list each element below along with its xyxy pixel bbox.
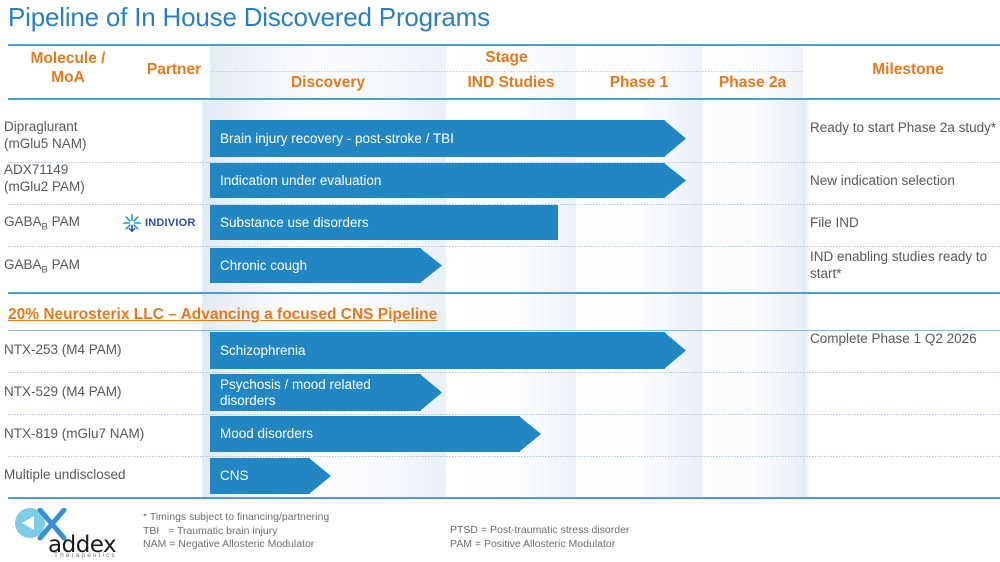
row-separator [8,414,1000,415]
header-band-discovery [210,46,446,98]
molecule-moa: (mGlu2 PAM) [4,179,85,194]
column-band-phase2a [702,101,803,497]
molecule-cell: NTX-253 (M4 PAM) [4,341,194,358]
row-separator [8,456,1000,457]
molecule-name: NTX-529 (M4 PAM) [4,384,122,399]
pipeline-bar[interactable]: Indication under evaluation [210,163,686,198]
column-band-phase1 [576,101,702,497]
molecule-name: GABAB PAM [4,214,80,233]
milestone-text: IND enabling studies ready to start* [810,249,988,281]
column-header-partner: Partner [146,61,202,78]
pipeline-bar[interactable]: Schizophrenia [210,332,686,369]
milestone-cell: File IND [810,214,1000,231]
pipeline-bar[interactable]: Mood disorders [210,416,541,452]
footnote-right: PTSD = Post-traumatic stress disorder PA… [450,524,630,550]
molecule-name: NTX-253 (M4 PAM) [4,342,122,357]
addex-tagline: Therapeutics [54,552,117,559]
column-header-molecule-line1: Molecule / [30,50,106,67]
row-separator [8,204,1000,205]
partner-logo-indivior: INDIVIOR [121,210,209,236]
addex-logo: addex Therapeutics [10,507,120,559]
pipeline-bar-label: Chronic cough [220,257,308,273]
table-header: Molecule / MoA Partner Stage Discovery I… [8,46,1000,98]
addex-mark-icon [15,507,67,541]
pipeline-bar[interactable]: Brain injury recovery - post-stroke / TB… [210,120,686,157]
column-header-ind-studies: IND Studies [467,74,555,91]
milestone-left-edge [803,101,811,497]
pipeline-bar-label: Brain injury recovery - post-stroke / TB… [220,130,454,146]
milestone-cell: IND enabling studies ready to start* [810,248,1000,282]
column-band-milestone [803,101,1000,497]
column-header-molecule: Molecule / MoA [8,49,128,87]
pipeline-bar-label: Mood disorders [220,426,314,441]
milestone-text: New indication selection [810,173,955,188]
body-bottom-rule [8,497,1000,499]
molecule-cell: GABAB PAM [4,256,134,279]
section-title-neurosterix: 20% Neurosterix LLC – Advancing a focuse… [8,306,438,323]
column-header-phase1: Phase 1 [609,74,669,91]
milestone-cell: Ready to start Phase 2a study* [810,119,1000,136]
molecule-cell: Dipraglurant (mGlu5 NAM) [4,118,134,152]
column-header-phase2a: Phase 2a [718,74,787,91]
section-top-rule [8,330,1000,331]
partner-logo-label: INDIVIOR [145,217,196,229]
milestone-cell: Complete Phase 1 Q2 2026 [810,330,1000,347]
header-divider-dots [210,71,803,72]
molecule-cell: ADX71149 (mGlu2 PAM) [4,161,134,195]
section-bottom-rule [8,292,1000,294]
column-header-discovery: Discovery [290,74,366,91]
milestone-text: Ready to start Phase 2a study* [810,120,997,135]
column-header-stage: Stage [485,49,528,66]
row-separator [8,372,1000,373]
pipeline-bar[interactable]: Chronic cough [210,248,442,283]
molecule-cell: NTX-819 (mGlu7 NAM) [4,425,194,442]
footnote-left: * Timings subject to financing/partnerin… [143,511,330,550]
header-bottom-rule [8,98,1000,100]
pipeline-bar[interactable]: Substance use disorders [210,205,558,240]
molecule-name: NTX-819 (mGlu7 NAM) [4,426,145,441]
molecule-name: Multiple undisclosed [4,467,126,482]
milestone-cell: New indication selection [810,172,1000,189]
pipeline-bar-label: Psychosis / mood related disorders [220,376,371,408]
footer: * Timings subject to financing/partnerin… [0,500,1000,562]
page-title: Pipeline of In House Discovered Programs [8,2,490,32]
pipeline-bar-label: CNS [220,468,249,483]
column-header-molecule-line2: MoA [51,69,85,86]
milestone-text: File IND [810,215,859,230]
row-separator [8,246,1000,247]
milestone-text: Complete Phase 1 Q2 2026 [810,331,977,346]
pipeline-bar-label: Indication under evaluation [220,172,382,188]
indivior-starburst-icon [122,213,142,233]
molecule-cell: NTX-529 (M4 PAM) [4,383,194,400]
pipeline-bar-label: Schizophrenia [220,342,306,358]
molecule-name: GABAB PAM [4,257,80,276]
header-band-phase2a [702,46,803,98]
addex-wordmark: addex [48,532,117,558]
pipeline-bar[interactable]: Psychosis / mood related disorders [210,374,442,411]
molecule-moa: (mGlu5 NAM) [4,136,87,151]
molecule-cell: GABAB PAM [4,213,134,236]
pipeline-bar[interactable]: CNS [210,458,331,494]
molecule-name: ADX71149 [4,162,69,177]
pipeline-bar-label: Substance use disorders [220,214,369,230]
row-separator [8,162,1000,163]
molecule-name: Dipraglurant [4,119,78,134]
molecule-cell: Multiple undisclosed [4,466,194,483]
header-top-rule [8,44,1000,46]
column-header-milestone: Milestone [872,61,944,78]
header-band-ind-studies [446,46,576,98]
header-band-phase1 [576,46,702,98]
